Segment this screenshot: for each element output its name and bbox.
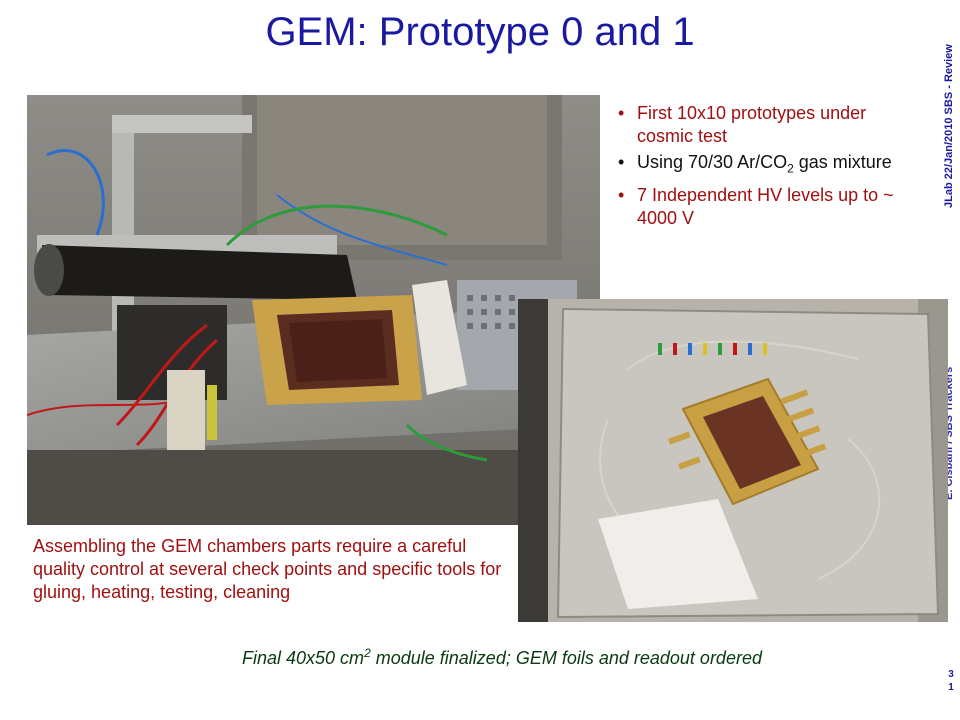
photo-lab-bench <box>27 95 600 525</box>
photo-gem-module-image <box>518 299 948 622</box>
bullet-item: • Using 70/30 Ar/CO2 gas mixture <box>618 151 918 181</box>
bullet-text-prefix: Using 70/30 Ar/CO <box>637 152 788 172</box>
caption-module: Final 40x50 cm2 module finalized; GEM fo… <box>242 642 942 669</box>
bullet-list: • First 10x10 prototypes under cosmic te… <box>618 102 918 233</box>
bullet-item: • First 10x10 prototypes under cosmic te… <box>618 102 918 148</box>
caption-module-sup: 2 <box>364 646 371 660</box>
slide-title: GEM: Prototype 0 and 1 <box>265 10 695 54</box>
caption-module-suffix: module finalized; GEM foils and readout … <box>370 648 762 668</box>
bullet-dot: • <box>618 184 625 205</box>
bullet-item: • 7 Independent HV levels up to ~ 4000 V <box>618 184 918 230</box>
bullet-text-sub: 2 <box>787 161 794 176</box>
bullet-text: 7 Independent HV levels up to ~ 4000 V <box>637 184 894 228</box>
bullet-dot: • <box>618 152 625 172</box>
bullet-text: First 10x10 prototypes under cosmic test <box>637 103 867 146</box>
caption-assembly: Assembling the GEM chambers parts requir… <box>33 536 502 602</box>
caption-module-prefix: Final 40x50 cm <box>242 648 365 668</box>
bullet-dot: • <box>618 103 625 123</box>
photo-lab-bench-image <box>27 95 600 525</box>
bullet-text-suffix: gas mixture <box>793 152 892 172</box>
photo-gem-module <box>518 299 948 622</box>
side-header: JLab 22/Jan/2010 SBS - Review <box>943 44 955 208</box>
